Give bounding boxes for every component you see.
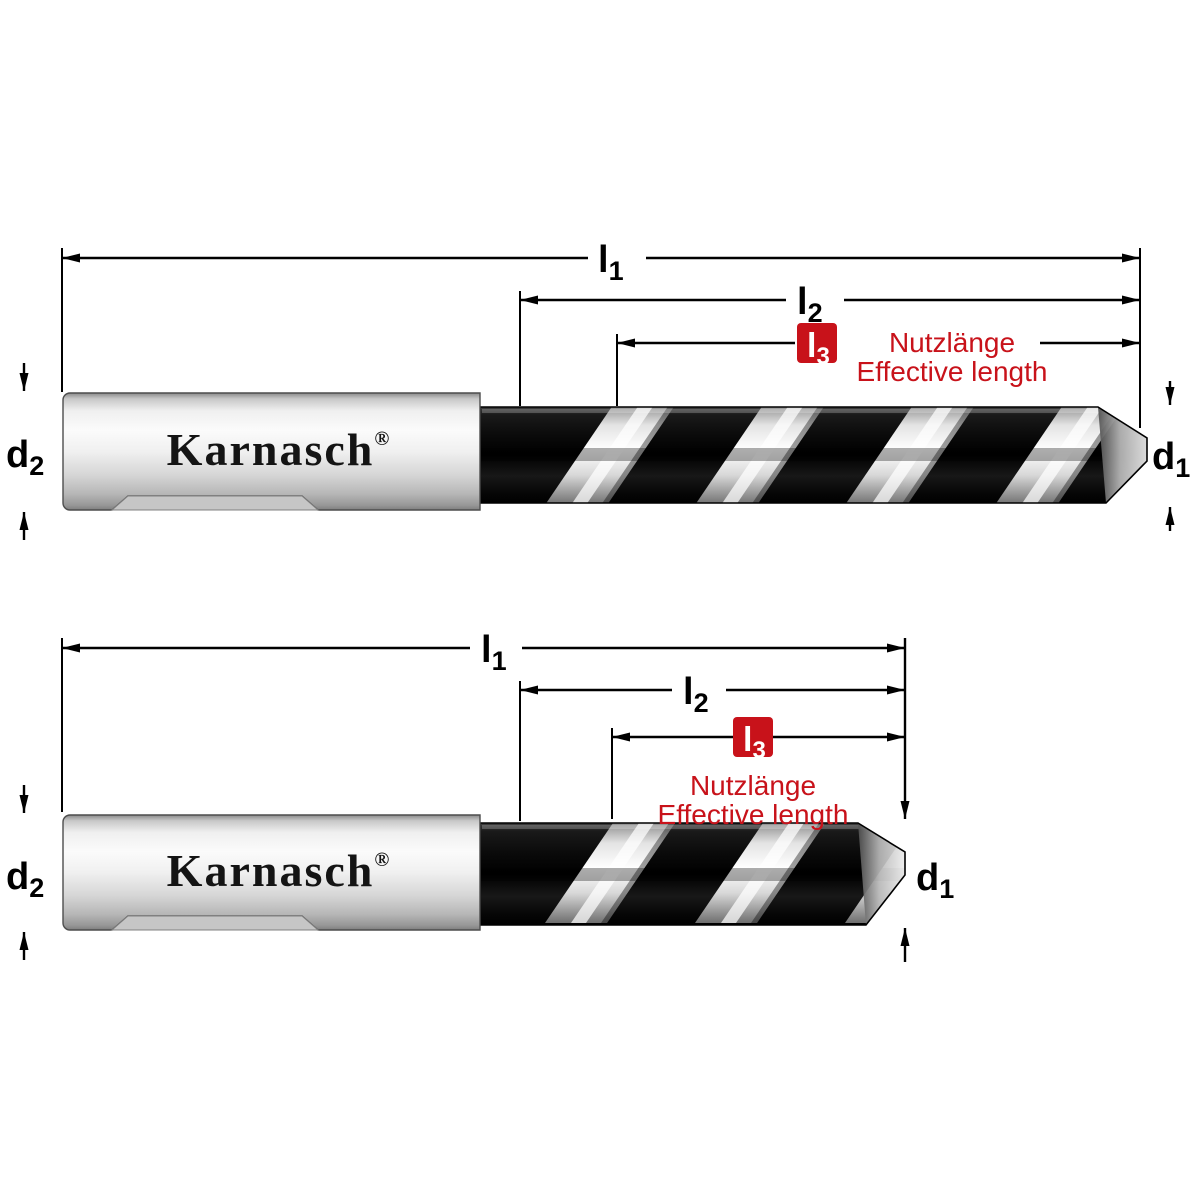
dimension-d2-bottom: d2 <box>6 785 44 960</box>
dimension-l1-top: l1 <box>62 239 1140 286</box>
registered-mark-top: ® <box>374 428 389 450</box>
dimension-l2-bottom: l2 <box>520 671 905 718</box>
dimension-d1-top: d1 <box>1152 381 1190 531</box>
registered-mark-bottom: ® <box>374 849 389 871</box>
dimension-d1-bottom: d1 <box>900 638 954 962</box>
flute-top-sheen-bottom <box>482 825 902 829</box>
shank-clamping-flat-top <box>110 495 320 511</box>
label-l3-top: l3 <box>807 327 830 370</box>
drill-flute-section-bottom <box>480 823 905 925</box>
dimension-l3-bottom: l3 Nutzlänge Effective length <box>612 717 905 830</box>
note-usable-length-en-top: Effective length <box>857 356 1048 387</box>
note-usable-length-de-top: Nutzlänge <box>889 327 1015 358</box>
note-usable-length-en-bottom: Effective length <box>658 799 849 830</box>
label-d2-top: d2 <box>6 434 44 481</box>
dimension-d2-top: d2 <box>6 363 44 540</box>
label-l3-bottom: l3 <box>743 721 766 764</box>
note-usable-length-de-bottom: Nutzlänge <box>690 770 816 801</box>
dimension-l1-bottom: l1 <box>62 629 905 676</box>
label-d1-bottom: d1 <box>916 857 954 904</box>
brand-name-bottom: Karnasch <box>167 845 375 896</box>
drill-flute-section-top <box>480 407 1147 503</box>
label-l2-bottom: l2 <box>683 671 709 718</box>
shank-clamping-flat-bottom <box>110 915 320 931</box>
flute-top-sheen-top <box>482 409 1142 413</box>
label-l1-bottom: l1 <box>481 629 507 676</box>
l3-red-badge-top <box>797 323 837 363</box>
brand-logo-bottom: Karnasch® <box>167 845 390 896</box>
figure-bottom: Karnasch® l1 l2 l3 Nutzlänge Effective l… <box>6 629 954 962</box>
l3-red-badge-bottom <box>733 717 773 757</box>
drill-tip-facet-bottom <box>858 823 905 925</box>
brand-logo-top: Karnasch® <box>167 424 390 475</box>
flute-core-shadow-top <box>480 448 1147 461</box>
dimension-l2-top: l2 <box>520 281 1140 328</box>
brand-name-top: Karnasch <box>167 424 375 475</box>
dimension-l3-top: l3 Nutzlänge Effective length <box>617 323 1140 387</box>
label-l2-top: l2 <box>797 281 823 328</box>
label-l1-top: l1 <box>598 239 624 286</box>
flute-core-shadow-bottom <box>480 868 905 881</box>
label-d1-top: d1 <box>1152 436 1190 483</box>
label-d2-bottom: d2 <box>6 856 44 903</box>
figure-top: Karnasch® l1 l2 l3 Nutzlänge Effective l… <box>6 239 1190 540</box>
